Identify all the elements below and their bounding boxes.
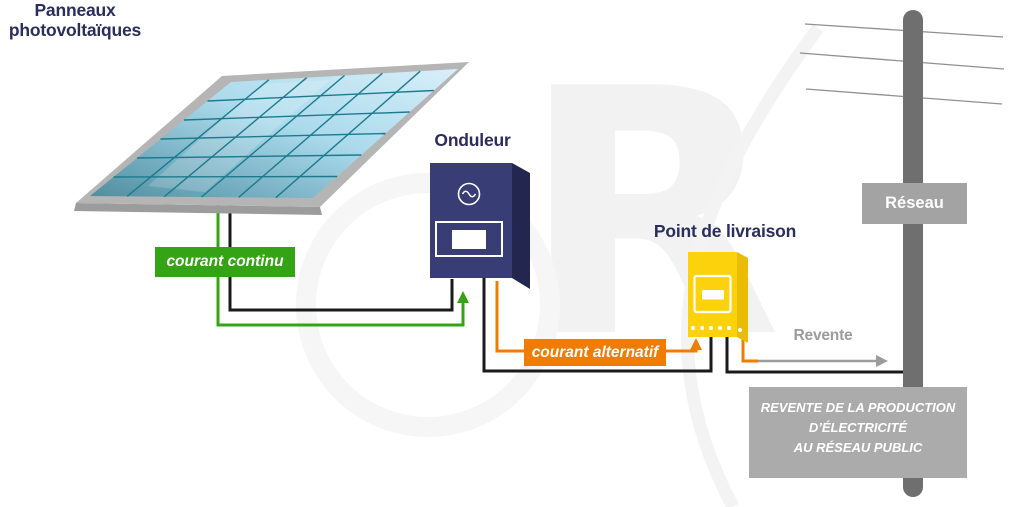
delivery-point-label: Point de livraison <box>653 221 797 241</box>
resale-wire-orange <box>741 333 758 363</box>
resale-info-line1: REVENTE DE LA PRODUCTION <box>760 400 956 415</box>
solar-panel-surface <box>90 69 458 198</box>
grid-wire-black <box>725 335 903 374</box>
resale-label: Revente <box>793 327 853 344</box>
panels-label: Panneaux photovoltaïques <box>0 0 150 40</box>
resale-arrow-right-icon <box>876 355 888 367</box>
panels-label-line2: photovoltaïques <box>8 20 142 40</box>
resale-info-line2: D’ÉLECTRICITÉ <box>808 420 908 435</box>
ac-current-tag: courant alternatif <box>524 339 666 366</box>
utility-pole <box>903 10 923 497</box>
inverter-label: Onduleur <box>434 130 511 150</box>
resale-info-line3: AU RÉSEAU PUBLIC <box>793 440 923 455</box>
solar-panel-grid <box>113 70 434 199</box>
panels-label-line1: Panneaux <box>34 0 116 20</box>
dc-arrow-up-icon <box>457 291 469 303</box>
resale-info-box: REVENTE DE LA PRODUCTION D’ÉLECTRICITÉ A… <box>749 387 967 478</box>
grid-label-box: Réseau <box>862 183 967 224</box>
ac-arrow-up-icon <box>690 338 702 350</box>
meter-display <box>693 274 732 314</box>
inverter-display <box>435 221 503 257</box>
meter-dots <box>690 325 743 333</box>
meter-graphic <box>688 252 748 343</box>
ac-wire-black <box>482 278 713 373</box>
dc-current-tag: courant continu <box>155 247 295 277</box>
inverter-graphic <box>430 163 530 289</box>
power-lines <box>799 23 1005 105</box>
sine-wave-icon <box>457 182 481 206</box>
solar-panel-graphic <box>74 62 469 215</box>
